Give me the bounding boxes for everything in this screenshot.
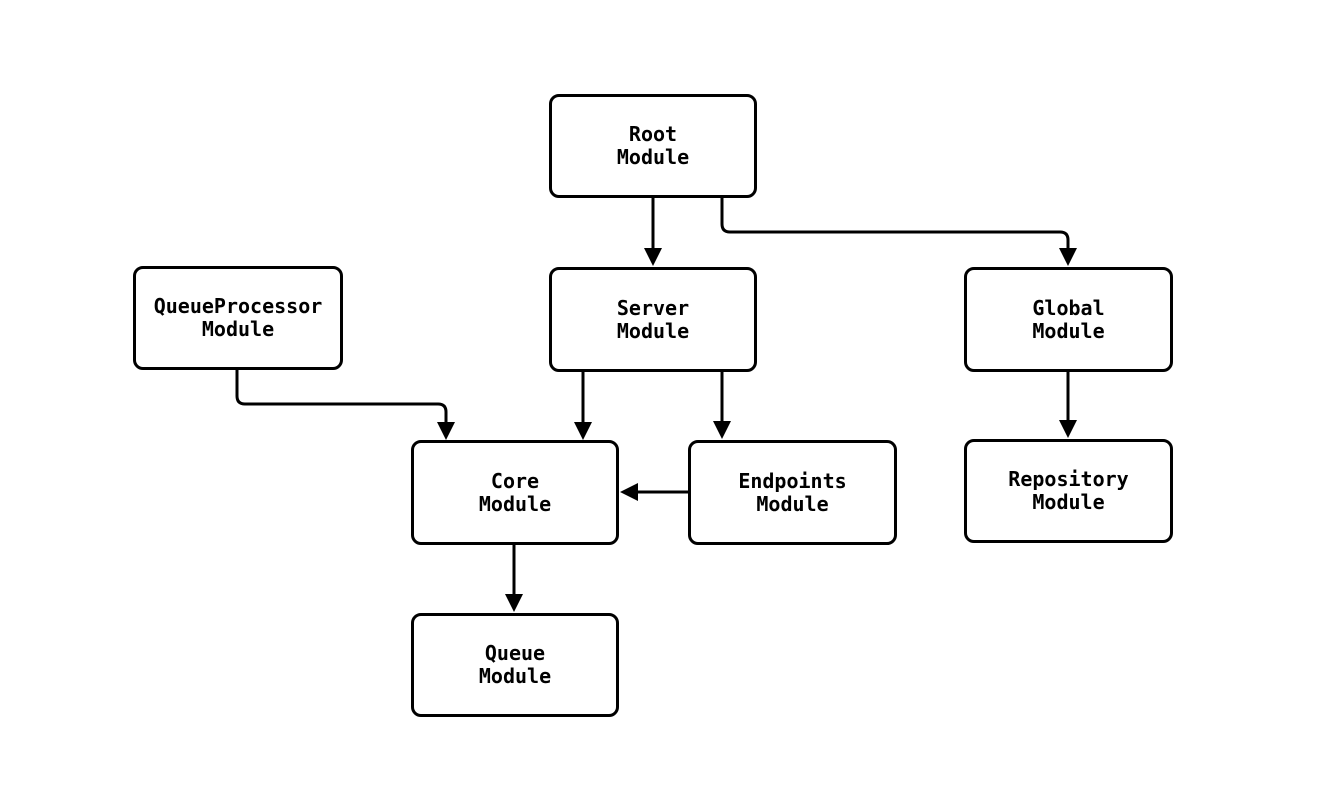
arrowhead-down-icon bbox=[644, 248, 662, 266]
node-endpoints-module: Endpoints Module bbox=[688, 440, 897, 545]
node-global-module: Global Module bbox=[964, 267, 1173, 372]
node-core-module-label: Core Module bbox=[478, 468, 552, 516]
arrowhead-left-icon bbox=[620, 483, 638, 501]
edge-root-to-global bbox=[720, 197, 1077, 266]
edge-core-to-queue bbox=[505, 545, 523, 612]
edge-queueprocessor-to-core bbox=[235, 369, 455, 440]
node-queueprocessor-module: QueueProcessor Module bbox=[133, 266, 343, 370]
node-root-module: Root Module bbox=[549, 94, 757, 198]
edge-server-to-endpoints bbox=[713, 372, 731, 439]
node-root-module-label: Root Module bbox=[616, 122, 690, 169]
node-repository-module-label: Repository Module bbox=[1008, 467, 1129, 514]
edge-server-to-core bbox=[574, 372, 592, 440]
arrowhead-down-icon bbox=[713, 421, 731, 439]
node-server-module: Server Module bbox=[549, 267, 757, 372]
arrowhead-down-icon bbox=[505, 594, 523, 612]
arrowhead-down-icon bbox=[1059, 248, 1077, 266]
edge-root-to-server bbox=[644, 197, 662, 266]
edge-endpoints-to-core bbox=[620, 483, 688, 501]
node-global-module-label: Global Module bbox=[1032, 295, 1105, 343]
node-core-module: Core Module bbox=[411, 440, 619, 545]
edge-global-to-repository bbox=[1059, 372, 1077, 438]
node-endpoints-module-label: Endpoints Module bbox=[738, 468, 847, 516]
node-queue-module-label: Queue Module bbox=[478, 641, 552, 688]
node-queueprocessor-module-label: QueueProcessor Module bbox=[153, 294, 323, 341]
node-server-module-label: Server Module bbox=[616, 295, 690, 343]
arrowhead-down-icon bbox=[1059, 420, 1077, 438]
arrowhead-down-icon bbox=[574, 422, 592, 440]
arrowhead-down-icon bbox=[437, 422, 455, 440]
node-repository-module: Repository Module bbox=[964, 439, 1173, 543]
node-queue-module: Queue Module bbox=[411, 613, 619, 717]
